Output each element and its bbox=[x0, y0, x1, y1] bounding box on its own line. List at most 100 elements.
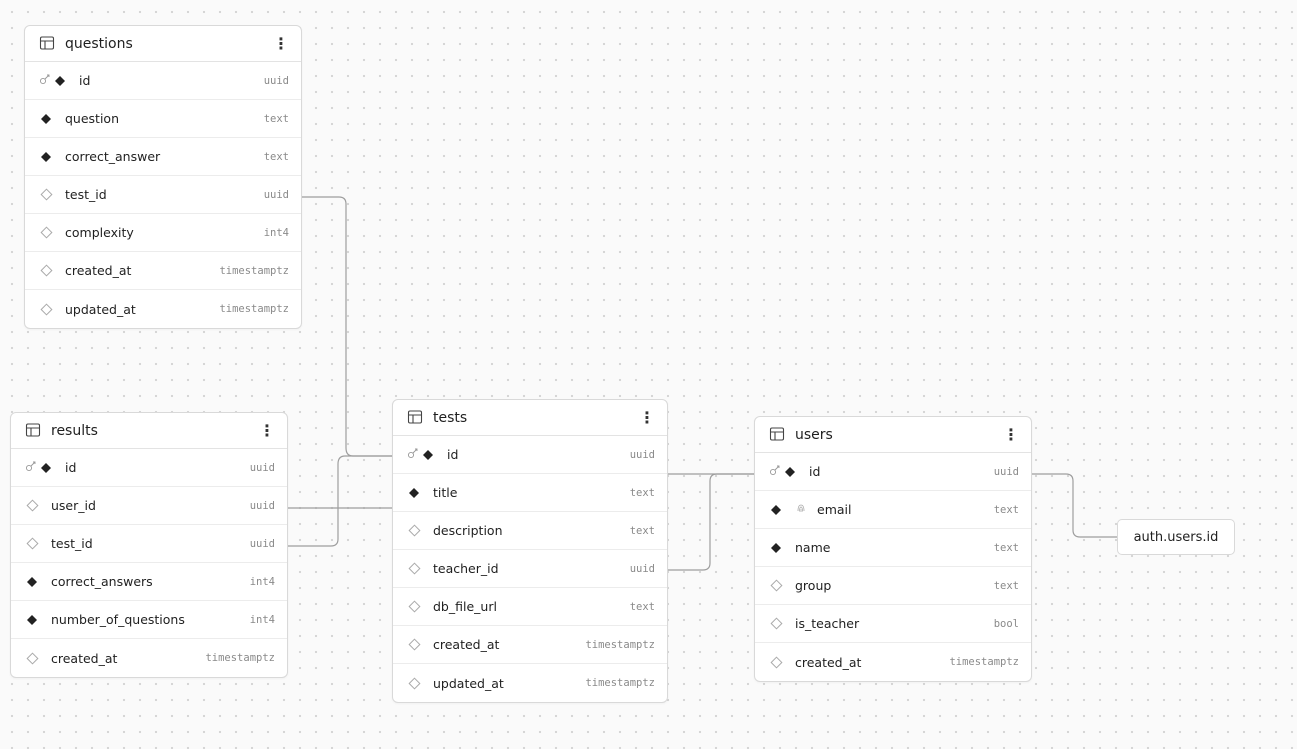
column-row[interactable]: test_id uuid bbox=[11, 525, 287, 563]
filled-diamond-icon bbox=[769, 541, 783, 555]
table-header[interactable]: users ⋮ bbox=[755, 417, 1031, 453]
outline-diamond-icon bbox=[407, 600, 421, 614]
filled-diamond-icon bbox=[421, 448, 435, 462]
column-row[interactable]: id uuid bbox=[11, 449, 287, 487]
more-vertical-icon[interactable]: ⋮ bbox=[1003, 425, 1019, 444]
column-type: int4 bbox=[263, 226, 289, 239]
outline-diamond-icon bbox=[25, 651, 39, 665]
column-type: uuid bbox=[249, 461, 275, 474]
column-type: bool bbox=[993, 617, 1019, 630]
external-reference-label: auth.users.id bbox=[1133, 529, 1219, 545]
filled-diamond-icon bbox=[407, 486, 421, 500]
column-type: text bbox=[629, 600, 655, 613]
outline-diamond-icon bbox=[407, 638, 421, 652]
column-type: uuid bbox=[993, 465, 1019, 478]
table-header[interactable]: questions⋮ bbox=[25, 26, 301, 62]
filled-diamond-icon bbox=[769, 503, 783, 517]
link-users-id-to-auth bbox=[1030, 473, 1117, 538]
outline-diamond-icon bbox=[407, 524, 421, 538]
column-row[interactable]: id uuid bbox=[755, 453, 1031, 491]
column-name: test_id bbox=[51, 536, 93, 551]
link-results-test-id-to-tests-id bbox=[286, 455, 392, 547]
outline-diamond-icon bbox=[39, 188, 53, 202]
link-tests-teacher-id-to-users-id bbox=[666, 473, 754, 571]
column-name: id bbox=[65, 460, 77, 475]
key-icon bbox=[25, 460, 39, 475]
table-icon bbox=[769, 426, 787, 444]
column-name: complexity bbox=[65, 225, 134, 240]
filled-diamond-icon bbox=[39, 150, 53, 164]
column-type: text bbox=[263, 112, 289, 125]
outline-diamond-icon bbox=[407, 562, 421, 576]
column-name: number_of_questions bbox=[51, 612, 185, 627]
column-type: timestamptz bbox=[585, 638, 655, 651]
outline-diamond-icon bbox=[407, 676, 421, 690]
column-name: title bbox=[433, 485, 458, 500]
column-name: name bbox=[795, 540, 831, 555]
column-name: id bbox=[809, 464, 821, 479]
key-icon bbox=[769, 464, 783, 479]
column-name: id bbox=[447, 447, 459, 462]
filled-diamond-icon bbox=[25, 575, 39, 589]
column-type: uuid bbox=[629, 562, 655, 575]
column-type: timestamptz bbox=[205, 652, 275, 664]
column-type: uuid bbox=[249, 499, 275, 512]
column-type: int4 bbox=[249, 575, 275, 588]
key-icon bbox=[407, 447, 421, 462]
table-header[interactable]: tests ⋮ bbox=[393, 400, 667, 436]
outline-diamond-icon bbox=[25, 499, 39, 513]
column-type: uuid bbox=[629, 448, 655, 461]
filled-diamond-icon bbox=[25, 613, 39, 627]
table-name: results bbox=[51, 422, 98, 439]
column-type: text bbox=[993, 503, 1019, 516]
table-name: tests bbox=[433, 409, 468, 426]
external-reference-auth-users-id[interactable]: auth.users.id bbox=[1117, 519, 1235, 555]
column-name: correct_answer bbox=[65, 149, 161, 164]
table-name: users bbox=[795, 426, 833, 443]
column-type: text bbox=[263, 150, 289, 163]
more-vertical-icon[interactable]: ⋮ bbox=[273, 34, 289, 53]
column-type: uuid bbox=[263, 74, 289, 87]
column-name: created_at bbox=[65, 263, 132, 278]
link-questions-test-id-to-tests-id bbox=[300, 196, 392, 457]
more-vertical-icon[interactable]: ⋮ bbox=[259, 421, 275, 440]
column-name: test_id bbox=[65, 187, 107, 202]
column-type: uuid bbox=[249, 537, 275, 550]
column-row[interactable]: id uuid bbox=[393, 436, 667, 474]
filled-diamond-icon bbox=[783, 465, 797, 479]
filled-diamond-icon bbox=[39, 112, 53, 126]
table-icon bbox=[25, 422, 43, 440]
table-icon bbox=[39, 35, 57, 53]
outline-diamond-icon bbox=[39, 264, 53, 278]
filled-diamond-icon bbox=[39, 461, 53, 475]
column-row[interactable]: correct_answer text bbox=[25, 138, 301, 176]
outline-diamond-icon bbox=[769, 617, 783, 631]
column-row[interactable]: complexity int4 bbox=[25, 214, 301, 252]
table-header[interactable]: results ⋮ bbox=[11, 413, 287, 449]
more-vertical-icon[interactable]: ⋮ bbox=[639, 408, 655, 427]
